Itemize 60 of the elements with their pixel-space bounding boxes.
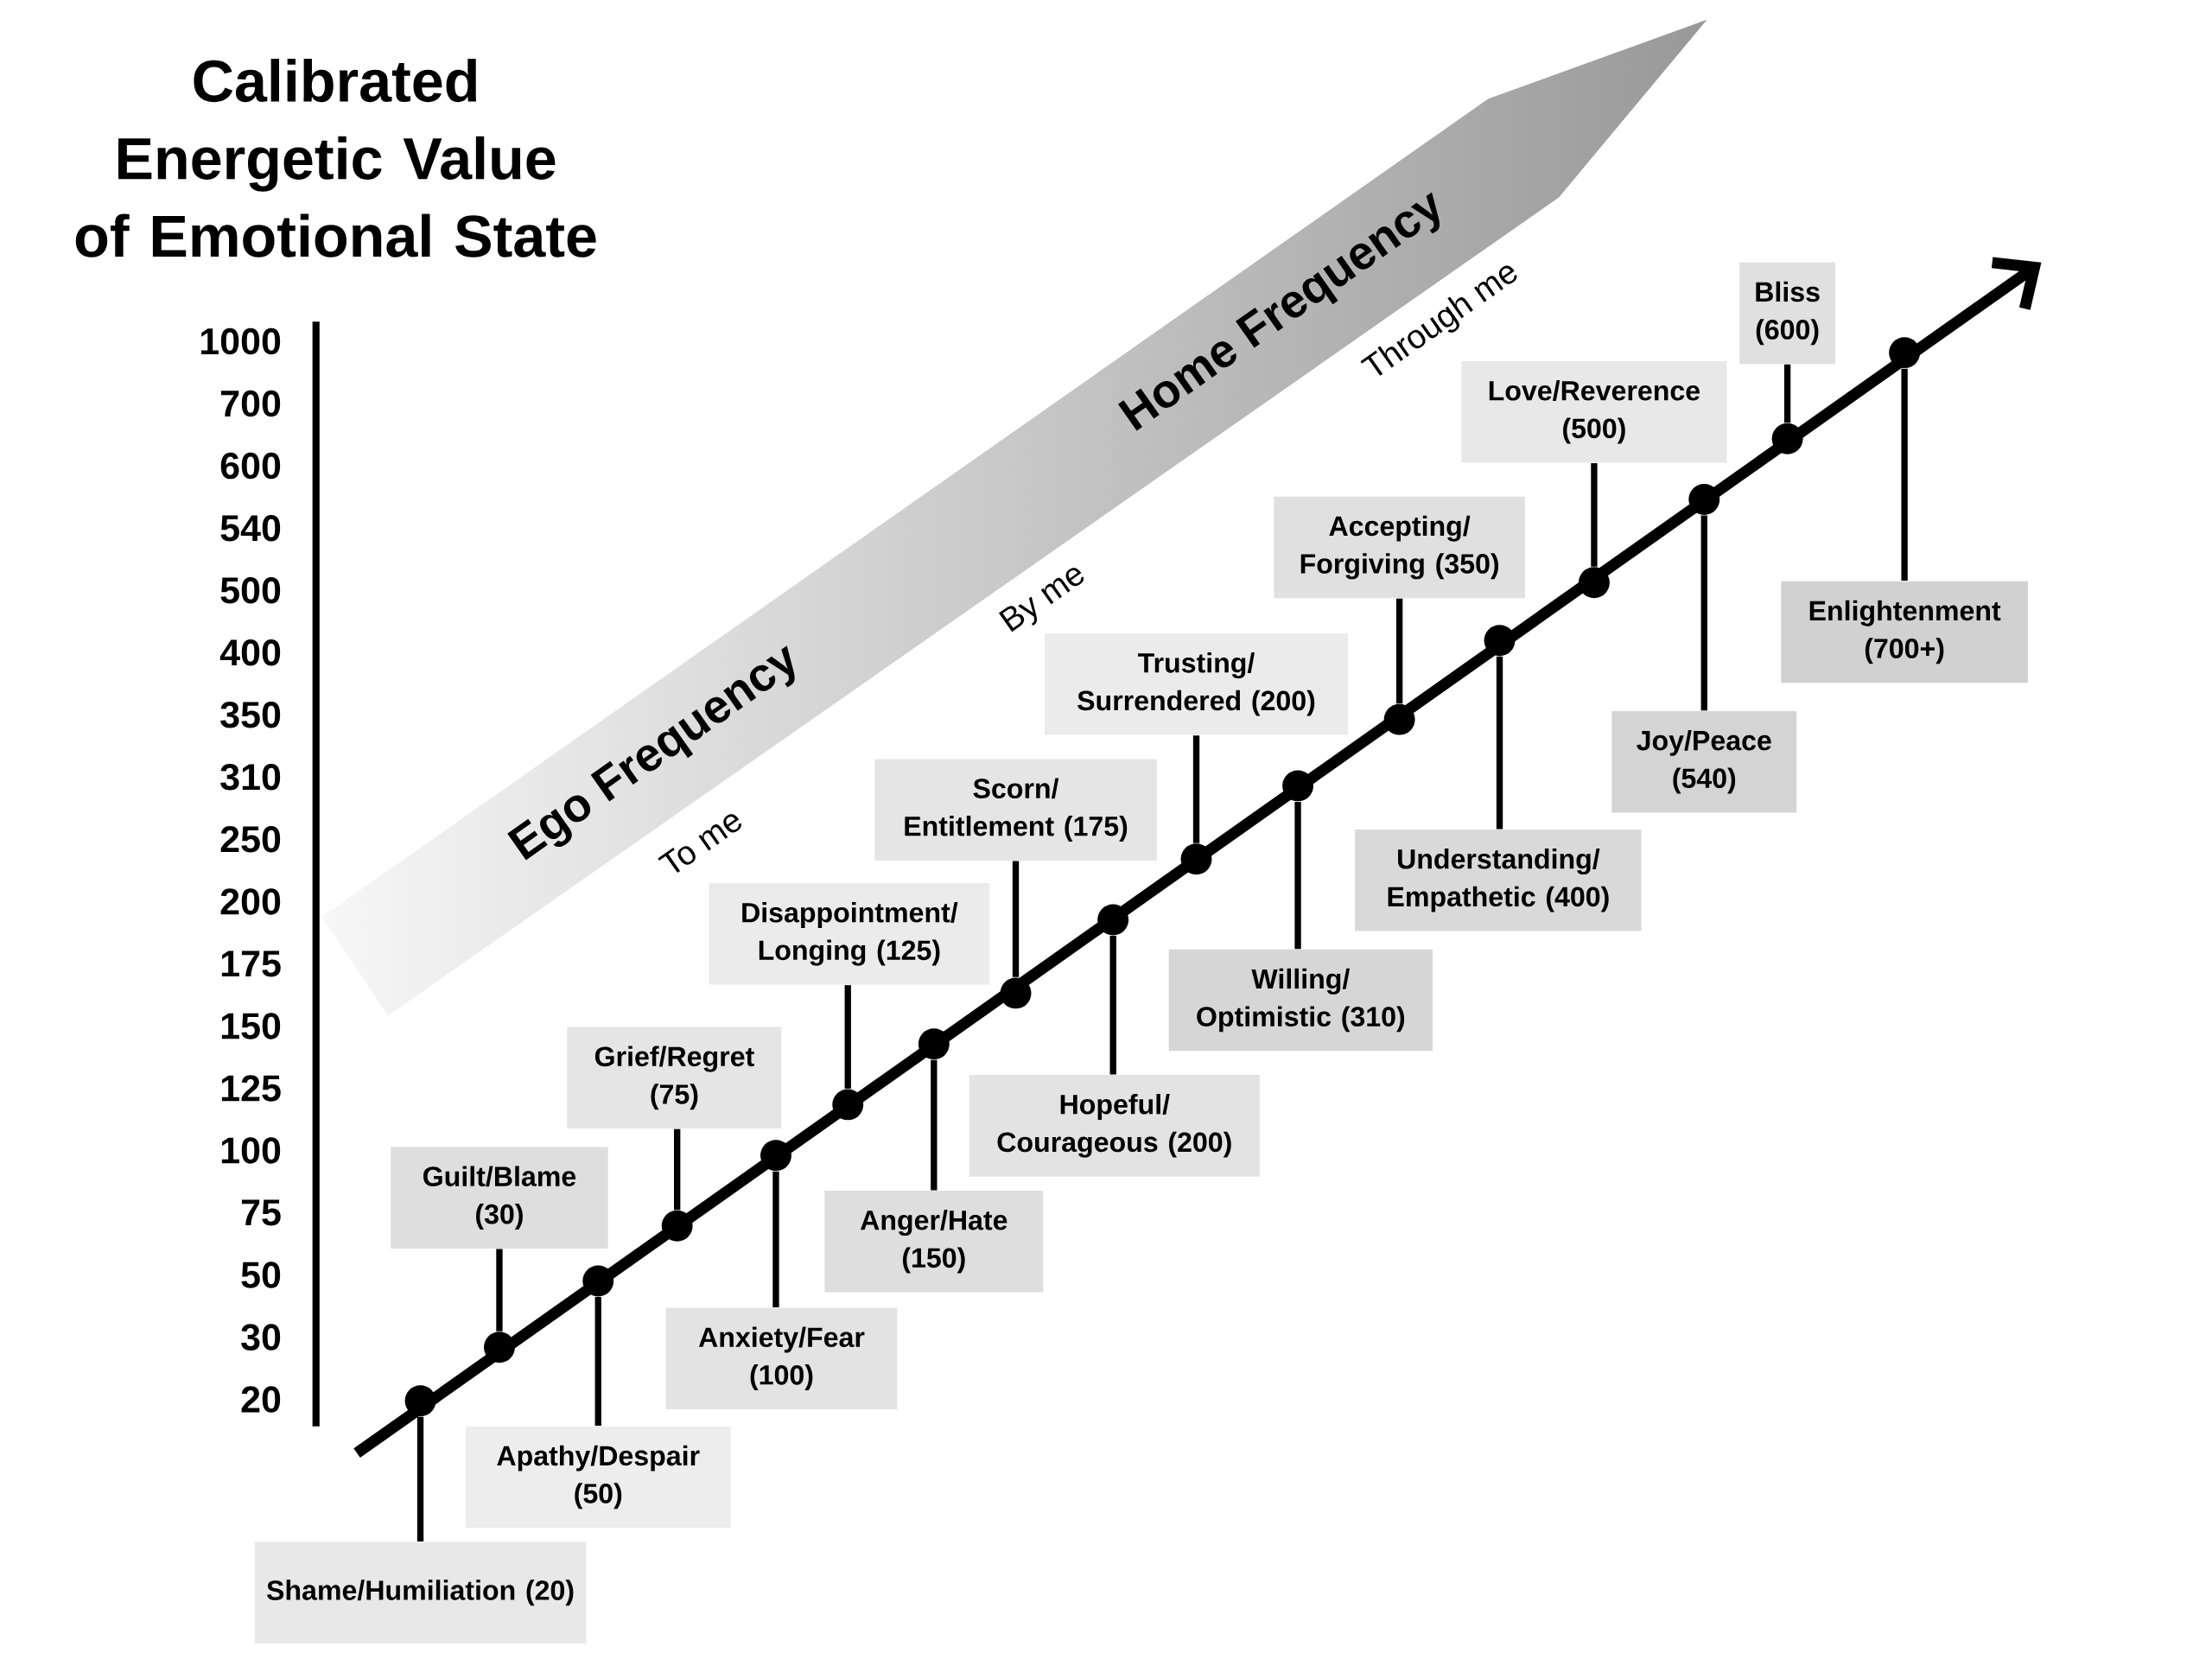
label-box: Grief/Regret (75) xyxy=(567,1027,782,1129)
label-box: Anxiety/Fear (100) xyxy=(665,1307,898,1410)
label-box: Bliss (600) xyxy=(1739,262,1836,365)
tick-label: 400 xyxy=(219,639,281,666)
label-box: Accepting/ Forgiving (350) xyxy=(1274,496,1525,599)
tick-label: 75 xyxy=(241,1199,281,1226)
label-box: Joy/Peace (540) xyxy=(1611,710,1797,813)
rotated-label: By me xyxy=(998,568,1084,632)
dot xyxy=(1282,770,1313,802)
dot xyxy=(484,1332,515,1363)
tick-label: 600 xyxy=(220,452,281,480)
leader-line xyxy=(1395,598,1403,704)
label-box: Hopeful/ Courageous (200) xyxy=(969,1075,1260,1177)
label-box: Scorn/ Entitlement (175) xyxy=(874,759,1157,861)
tick-label: 310 xyxy=(220,764,281,791)
tick-label: 175 xyxy=(221,950,281,977)
label-box: Disappointment/ Longing (125) xyxy=(709,883,990,985)
label-box: Willing/ Optimistic (310) xyxy=(1168,949,1433,1052)
tick-label: 20 xyxy=(241,1386,281,1413)
dot xyxy=(1578,567,1610,599)
dot xyxy=(1383,703,1415,735)
dot xyxy=(1771,423,1803,454)
tick-label: 150 xyxy=(221,1013,281,1039)
tick-label: 500 xyxy=(220,577,281,604)
leader-line xyxy=(1901,368,1908,582)
tick-label: 700 xyxy=(221,390,281,417)
tick-label: 50 xyxy=(241,1262,281,1288)
dot xyxy=(1097,904,1129,936)
tick-label: 200 xyxy=(220,888,281,915)
label-box: Trusting/ Surrendered (200) xyxy=(1045,633,1348,735)
dot xyxy=(1688,484,1720,515)
dot xyxy=(1000,977,1032,1009)
tick-label: 1000 xyxy=(200,327,281,355)
tick-label: 540 xyxy=(220,515,281,542)
tick-label: 125 xyxy=(221,1075,281,1102)
leader-line xyxy=(674,1128,681,1211)
label-box: Apathy/Despair (50) xyxy=(465,1426,731,1529)
label-box: Enlightenment (700+) xyxy=(1781,581,2028,683)
dot xyxy=(1484,625,1516,657)
label-box: Love/Reverence (500) xyxy=(1461,361,1727,463)
tick-label: 100 xyxy=(221,1137,281,1164)
dot xyxy=(404,1385,436,1417)
label-box: Understanding/ Empathetic (400) xyxy=(1355,830,1642,931)
dot xyxy=(832,1089,864,1121)
dot xyxy=(1889,337,1921,369)
label-box: Anger/Hate (150) xyxy=(824,1191,1044,1293)
dot xyxy=(582,1265,614,1297)
tick-label: 30 xyxy=(241,1324,281,1351)
dot xyxy=(760,1140,791,1172)
tick-label: 250 xyxy=(220,826,281,853)
chart-title: Calibrated Energetic Value of Emotional State xyxy=(75,59,596,257)
dot xyxy=(918,1028,950,1060)
label-box: Shame/Humiliation (20) xyxy=(254,1541,587,1644)
dot xyxy=(1180,843,1212,875)
tick-label: 350 xyxy=(220,702,281,728)
leader-line xyxy=(1783,364,1791,423)
rotated-label: To me xyxy=(658,814,741,873)
label-box: Guilt/Blame (30) xyxy=(391,1147,608,1249)
dot xyxy=(661,1210,693,1242)
leader-line xyxy=(1294,801,1301,950)
